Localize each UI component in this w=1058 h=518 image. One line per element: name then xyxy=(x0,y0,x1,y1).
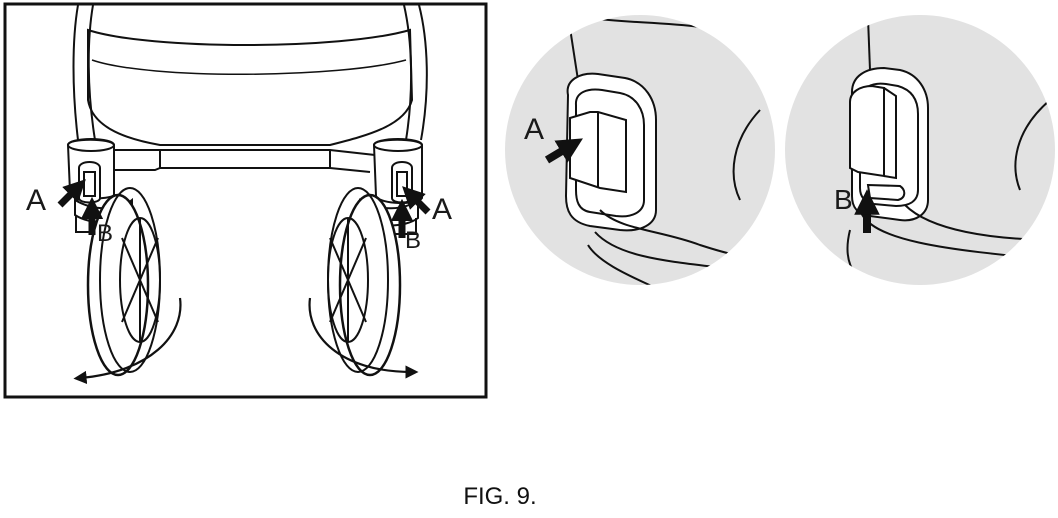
arrow-a-zoom xyxy=(544,138,583,164)
stroller-frame xyxy=(66,4,428,385)
label-a-zoom: A xyxy=(524,113,544,146)
left-arrows xyxy=(57,179,431,238)
label-b-left: B xyxy=(97,220,113,247)
arrow-a-right xyxy=(402,186,431,215)
label-b-right: B xyxy=(405,227,421,254)
label-b-zoom: B xyxy=(834,184,853,215)
stroller-panel: A B A B xyxy=(3,2,488,399)
figure-caption: FIG. 9. xyxy=(463,483,537,510)
label-a-left: A xyxy=(26,184,46,217)
zoom-detail-a: A xyxy=(505,15,775,285)
arrow-a-left xyxy=(57,179,86,208)
zoom-detail-b: B xyxy=(785,15,1055,285)
figure-illustration: A B A B A xyxy=(3,2,1055,399)
label-a-right: A xyxy=(432,193,452,226)
